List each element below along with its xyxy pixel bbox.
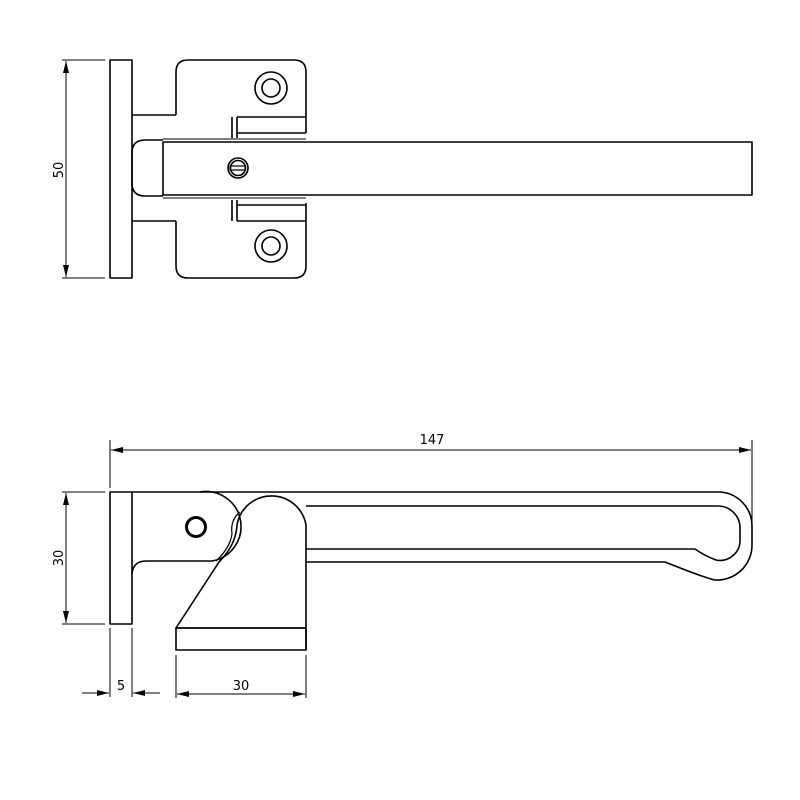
mounting-hole bbox=[254, 71, 288, 105]
arm-rounded-end bbox=[131, 139, 163, 197]
lower-bracket bbox=[175, 200, 307, 279]
mounting-hole bbox=[254, 229, 288, 263]
base-plate bbox=[109, 491, 133, 625]
base-plate bbox=[109, 59, 133, 279]
pivot-block bbox=[131, 490, 242, 575]
pivot-pin bbox=[185, 516, 207, 538]
dimension-label: 5 bbox=[117, 679, 125, 694]
dimension-30-vertical: 30 bbox=[52, 491, 105, 625]
dimension-label: 30 bbox=[233, 679, 250, 694]
arm-inner bbox=[306, 505, 741, 562]
plate-stem bbox=[132, 114, 176, 222]
upper-bracket bbox=[175, 59, 307, 138]
dimension-label: 50 bbox=[52, 162, 67, 179]
dimension-50: 50 bbox=[52, 59, 105, 279]
dimension-label: 30 bbox=[52, 550, 67, 567]
lever bbox=[175, 495, 307, 650]
lever-foot bbox=[175, 627, 307, 651]
top-view: 50 bbox=[52, 59, 753, 279]
dimension-5: 5 bbox=[82, 628, 160, 697]
arm-bar bbox=[162, 141, 753, 196]
dimension-30-horizontal: 30 bbox=[175, 655, 307, 698]
arm-outer bbox=[200, 491, 753, 581]
screw-icon bbox=[227, 157, 249, 179]
side-view: 147 30 5 30 bbox=[52, 433, 753, 698]
dimension-label: 147 bbox=[420, 433, 445, 448]
